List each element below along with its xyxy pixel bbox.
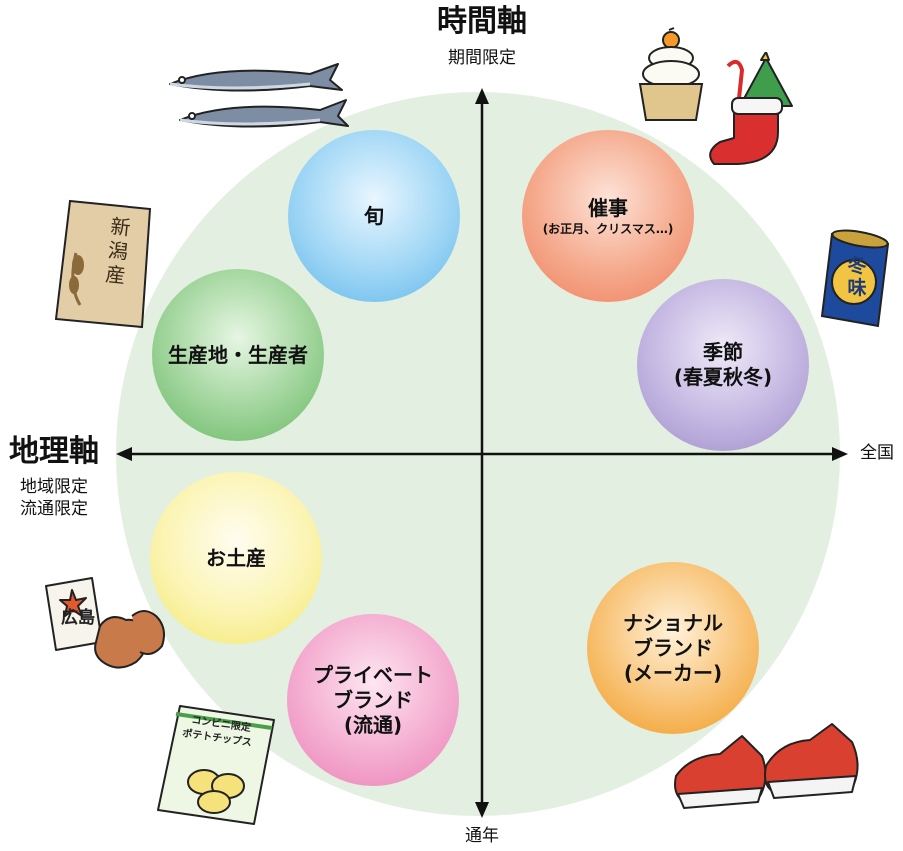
bubble-origin: 生産地・生産者 <box>152 269 324 441</box>
bubble-national-brand: ナショナル ブランド (メーカー) <box>587 562 759 734</box>
bubble-origin-label: 生産地・生産者 <box>168 342 308 367</box>
bubble-event: 催事 (お正月、クリスマス…) <box>522 130 694 302</box>
time-axis-top-label: 期間限定 <box>448 48 516 68</box>
geo-axis-title: 地理軸 <box>9 434 99 469</box>
horizontal-axis-left-arrow <box>116 447 132 461</box>
kagami-mochi-icon <box>638 27 704 121</box>
geo-axis-left-label-2: 流通限定 <box>20 499 88 519</box>
bubble-shun-label: 旬 <box>364 203 384 228</box>
vertical-axis-bottom-arrow <box>475 802 489 818</box>
sneakers-icon <box>674 723 859 809</box>
sanma-fish-icon <box>169 63 349 128</box>
beer-can-icon <box>820 229 890 328</box>
geo-axis-right-label: 全国 <box>860 443 894 463</box>
bubble-shun: 旬 <box>288 130 460 302</box>
christmas-stocking-icon <box>709 52 793 165</box>
bubble-season-label: 季節 (春夏秋冬) <box>673 340 773 389</box>
bubble-national-brand-label: ナショナル ブランド (メーカー) <box>623 610 723 685</box>
bubble-season: 季節 (春夏秋冬) <box>637 279 809 451</box>
time-axis-bottom-label: 通年 <box>465 826 499 846</box>
bubble-private-brand: プライベート ブランド (流通) <box>287 614 459 786</box>
rice-bag-icon <box>54 199 152 329</box>
bubble-event-sub: (お正月、クリスマス…) <box>542 221 674 236</box>
horizontal-axis-right-arrow <box>832 447 848 461</box>
geo-axis-left-label-1: 地域限定 <box>20 477 88 497</box>
bubble-souvenir: お土産 <box>150 472 322 644</box>
bubble-event-label: 催事 <box>588 195 628 220</box>
time-axis-title: 時間軸 <box>437 4 527 39</box>
beer-can-text: 冬味 <box>847 255 867 299</box>
bubble-souvenir-label: お土産 <box>206 545 266 570</box>
souvenir-box-icon <box>45 577 165 669</box>
vertical-axis-top-arrow <box>475 88 489 104</box>
bubble-private-brand-label: プライベート ブランド (流通) <box>313 662 433 737</box>
souvenir-box-text: 広島 <box>61 608 95 628</box>
potato-chips-bag-icon <box>157 705 275 825</box>
